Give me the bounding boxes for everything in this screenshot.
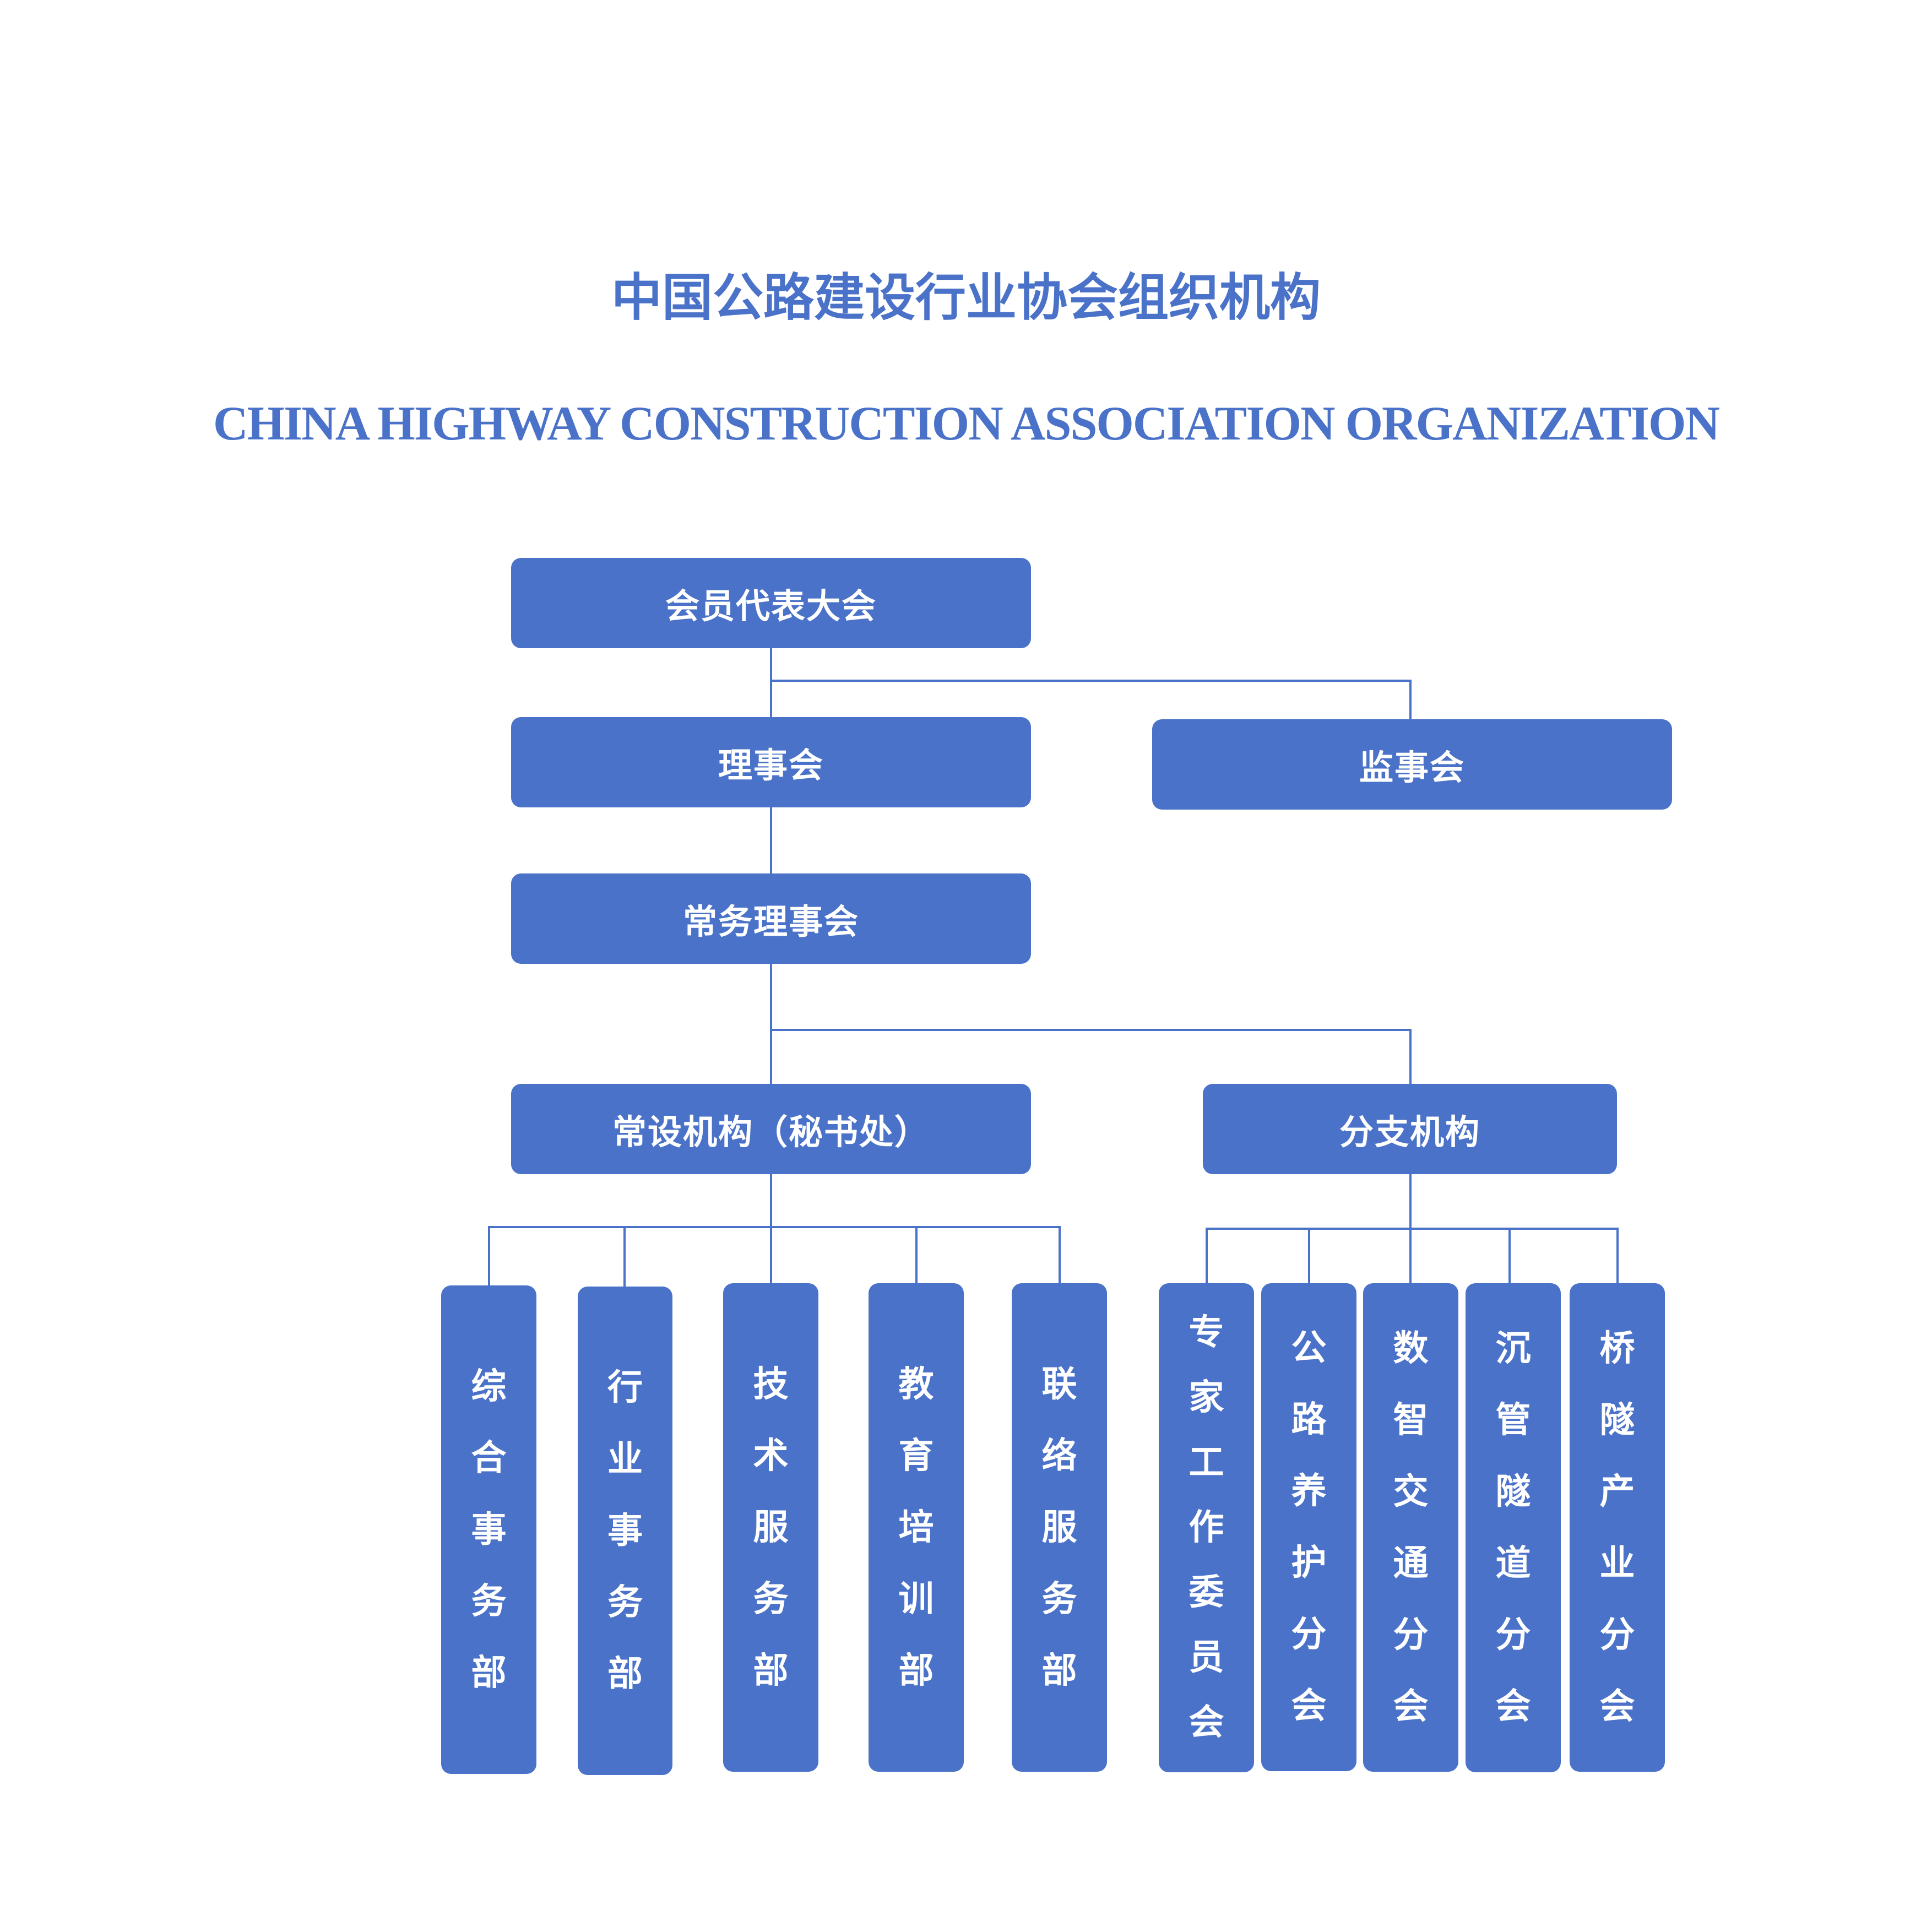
vertical-char: 事 [471,1508,507,1550]
vertical-char: 养 [1291,1470,1327,1512]
department-box: 行业事务部 [578,1287,672,1775]
vertical-char: 委 [1188,1572,1224,1613]
branch-unit-box: 专家工作委员会 [1159,1283,1254,1772]
vertical-char: 务 [1041,1578,1077,1620]
vertical-char: 产 [1599,1470,1635,1512]
branch-unit-label: 桥隧产业分会 [1600,1331,1635,1724]
secretariat-box: 常设机构（秘书处） [511,1084,1031,1174]
branch-unit-label: 数智交通分会 [1393,1331,1429,1724]
vertical-char: 智 [1393,1399,1429,1441]
vertical-char: 分 [1599,1614,1635,1656]
vertical-char: 数 [1393,1327,1429,1369]
supervisory-board-box: 监事会 [1152,719,1672,810]
vertical-char: 部 [898,1649,934,1691]
department-label: 行业事务部 [607,1370,643,1692]
connector-branch-unit-bus [1206,1228,1619,1283]
vertical-char: 公 [1291,1327,1327,1369]
vertical-char: 路 [1291,1399,1327,1440]
vertical-char: 作 [1188,1507,1224,1548]
vertical-char: 桥 [1599,1327,1635,1369]
vertical-char: 部 [1041,1649,1077,1691]
vertical-char: 护 [1291,1542,1327,1583]
vertical-char: 分 [1291,1614,1327,1655]
vertical-char: 管 [1495,1399,1531,1441]
department-box: 联络服务部 [1012,1283,1107,1772]
council-label: 理事会 [718,745,824,785]
branch-unit-box: 公路养护分会 [1261,1283,1356,1771]
branches-box: 分支机构 [1203,1084,1617,1174]
vertical-char: 业 [1599,1542,1635,1584]
vertical-char: 术 [753,1435,789,1477]
branch-unit-label: 沉管隧道分会 [1496,1331,1531,1724]
vertical-char: 会 [1291,1685,1327,1727]
department-label: 综合事务部 [471,1369,507,1691]
vertical-char: 综 [471,1365,507,1407]
vertical-char: 分 [1495,1614,1531,1656]
vertical-char: 务 [753,1578,789,1620]
vertical-char: 会 [1393,1685,1429,1727]
department-label: 教育培训部 [898,1363,934,1691]
supervisory-board-label: 监事会 [1359,747,1465,788]
connector-standing-branches [771,1029,1412,1084]
vertical-char: 隧 [1495,1471,1531,1512]
vertical-char: 服 [1041,1506,1077,1548]
branch-unit-box: 桥隧产业分会 [1570,1283,1665,1772]
department-box: 综合事务部 [441,1285,536,1774]
secretariat-label: 常设机构（秘书处） [612,1112,930,1152]
vertical-char: 隧 [1599,1399,1635,1441]
vertical-char: 部 [607,1653,643,1695]
vertical-char: 工 [1188,1442,1224,1483]
branch-unit-label: 公路养护分会 [1291,1331,1327,1724]
vertical-char: 道 [1495,1543,1531,1584]
vertical-char: 事 [607,1510,643,1551]
connector-department-bus [488,1226,1061,1285]
department-label: 联络服务部 [1041,1363,1077,1691]
department-box: 教育培训部 [869,1283,964,1772]
council-box: 理事会 [511,717,1031,807]
branches-label: 分支机构 [1339,1112,1480,1152]
page-title: 中国公路建设行业协会组织机构 [611,268,1321,327]
vertical-char: 员 [1188,1637,1224,1678]
vertical-char: 务 [471,1580,507,1622]
vertical-char: 沉 [1495,1328,1531,1369]
vertical-char: 专 [1188,1312,1224,1353]
vertical-char: 业 [607,1438,643,1480]
vertical-char: 合 [471,1437,507,1479]
page-subtitle: CHINA HIGHWAY CONSTRUCTION ASSOCIATION O… [213,397,1720,451]
vertical-char: 部 [471,1652,507,1694]
department-label: 技术服务部 [753,1363,789,1691]
vertical-char: 会 [1599,1685,1635,1727]
vertical-char: 交 [1393,1470,1429,1512]
vertical-char: 务 [607,1581,643,1623]
general-assembly-label: 会员代表大会 [665,586,877,626]
standing-council-label: 常务理事会 [682,902,859,942]
vertical-char: 通 [1393,1542,1429,1584]
vertical-char: 家 [1188,1377,1224,1418]
vertical-char: 培 [898,1506,934,1548]
vertical-char: 育 [898,1435,934,1477]
department-box: 技术服务部 [723,1283,818,1772]
branch-unit-box: 数智交通分会 [1363,1283,1458,1772]
vertical-char: 技 [753,1363,789,1405]
branch-unit-label: 专家工作委员会 [1189,1315,1224,1740]
vertical-char: 服 [753,1506,789,1548]
vertical-char: 会 [1188,1702,1224,1743]
connector-assembly-supervisory [771,680,1412,719]
standing-council-box: 常务理事会 [511,873,1031,964]
vertical-char: 行 [607,1366,643,1408]
vertical-char: 联 [1041,1363,1077,1405]
vertical-char: 分 [1393,1614,1429,1656]
vertical-char: 络 [1041,1435,1077,1477]
vertical-char: 训 [898,1578,934,1620]
vertical-char: 教 [898,1363,934,1405]
branch-unit-box: 沉管隧道分会 [1466,1283,1561,1772]
vertical-char: 会 [1495,1686,1531,1727]
vertical-char: 部 [753,1649,789,1691]
general-assembly-box: 会员代表大会 [511,558,1031,648]
